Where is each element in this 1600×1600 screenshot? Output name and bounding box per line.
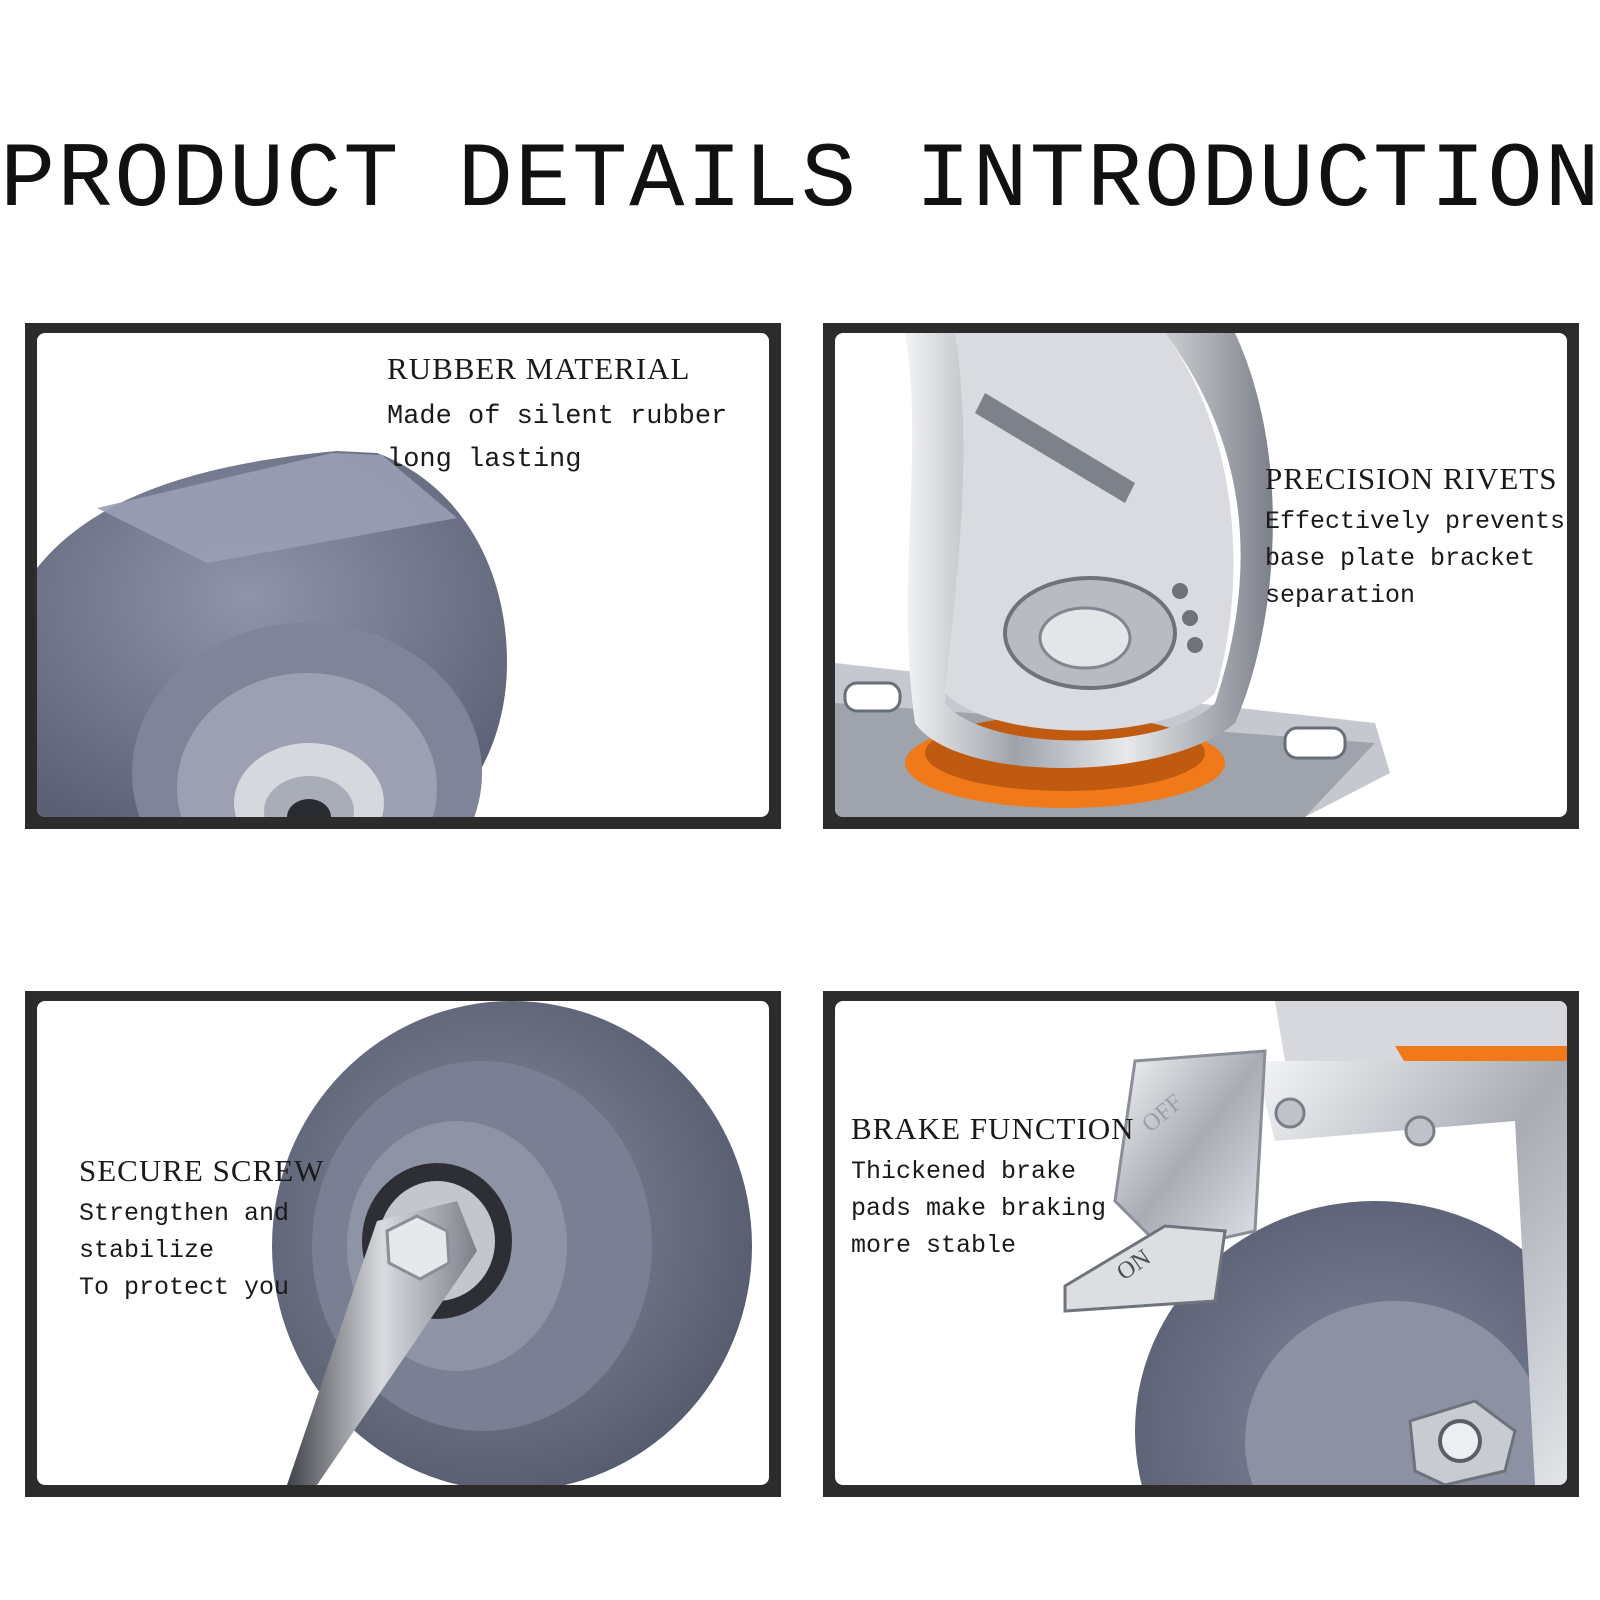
caption-title: PRECISION RIVETS bbox=[1265, 461, 1558, 496]
panel-brake-function: OFF ON BRAKE FUNCTION Thickened brake pa… bbox=[823, 991, 1579, 1497]
caption-title: SECURE SCREW bbox=[79, 1153, 325, 1188]
caption-line: base plate bracket bbox=[1265, 544, 1536, 573]
caption-line: more stable bbox=[851, 1231, 1017, 1260]
axle-screw-image bbox=[272, 1001, 752, 1485]
panel-inner: OFF ON BRAKE FUNCTION Thickened brake pa… bbox=[835, 1001, 1567, 1485]
panel-precision-rivets: PRECISION RIVETS Effectively prevents ba… bbox=[823, 323, 1579, 829]
caption-secure-screw: SECURE SCREW Strengthen and stabilize To… bbox=[79, 1153, 324, 1306]
panel-rubber-material: RUBBER MATERIAL Made of silent rubber lo… bbox=[25, 323, 781, 829]
caption-line: separation bbox=[1265, 581, 1416, 610]
panel-inner: SECURE SCREW Strengthen and stabilize To… bbox=[37, 1001, 769, 1485]
brake-pedal-image: OFF ON bbox=[1063, 1001, 1567, 1485]
caption-precision-rivets: PRECISION RIVETS Effectively prevents ba… bbox=[1265, 461, 1565, 614]
caption-rubber-material: RUBBER MATERIAL Made of silent rubber lo… bbox=[387, 351, 727, 479]
caption-line: Made of silent rubber bbox=[387, 402, 728, 432]
rubber-wheel-image bbox=[37, 451, 507, 817]
caption-line: Effectively prevents bbox=[1265, 507, 1566, 536]
caption-line: Strengthen and bbox=[79, 1199, 290, 1228]
caption-title: RUBBER MATERIAL bbox=[387, 351, 691, 386]
panel-inner: RUBBER MATERIAL Made of silent rubber lo… bbox=[37, 333, 769, 817]
panel-inner: PRECISION RIVETS Effectively prevents ba… bbox=[835, 333, 1567, 817]
panel-secure-screw: SECURE SCREW Strengthen and stabilize To… bbox=[25, 991, 781, 1497]
caption-title: BRAKE FUNCTION bbox=[851, 1111, 1135, 1146]
caption-line: long lasting bbox=[387, 445, 582, 475]
caption-brake-function: BRAKE FUNCTION Thickened brake pads make… bbox=[851, 1111, 1135, 1264]
caption-line: Thickened brake bbox=[851, 1157, 1077, 1186]
swivel-bracket-image bbox=[835, 333, 1390, 817]
caption-line: pads make braking bbox=[851, 1194, 1107, 1223]
caption-line: stabilize bbox=[79, 1236, 215, 1265]
page-title: PRODUCT DETAILS INTRODUCTION bbox=[0, 128, 1600, 233]
caption-line: To protect you bbox=[79, 1273, 290, 1302]
